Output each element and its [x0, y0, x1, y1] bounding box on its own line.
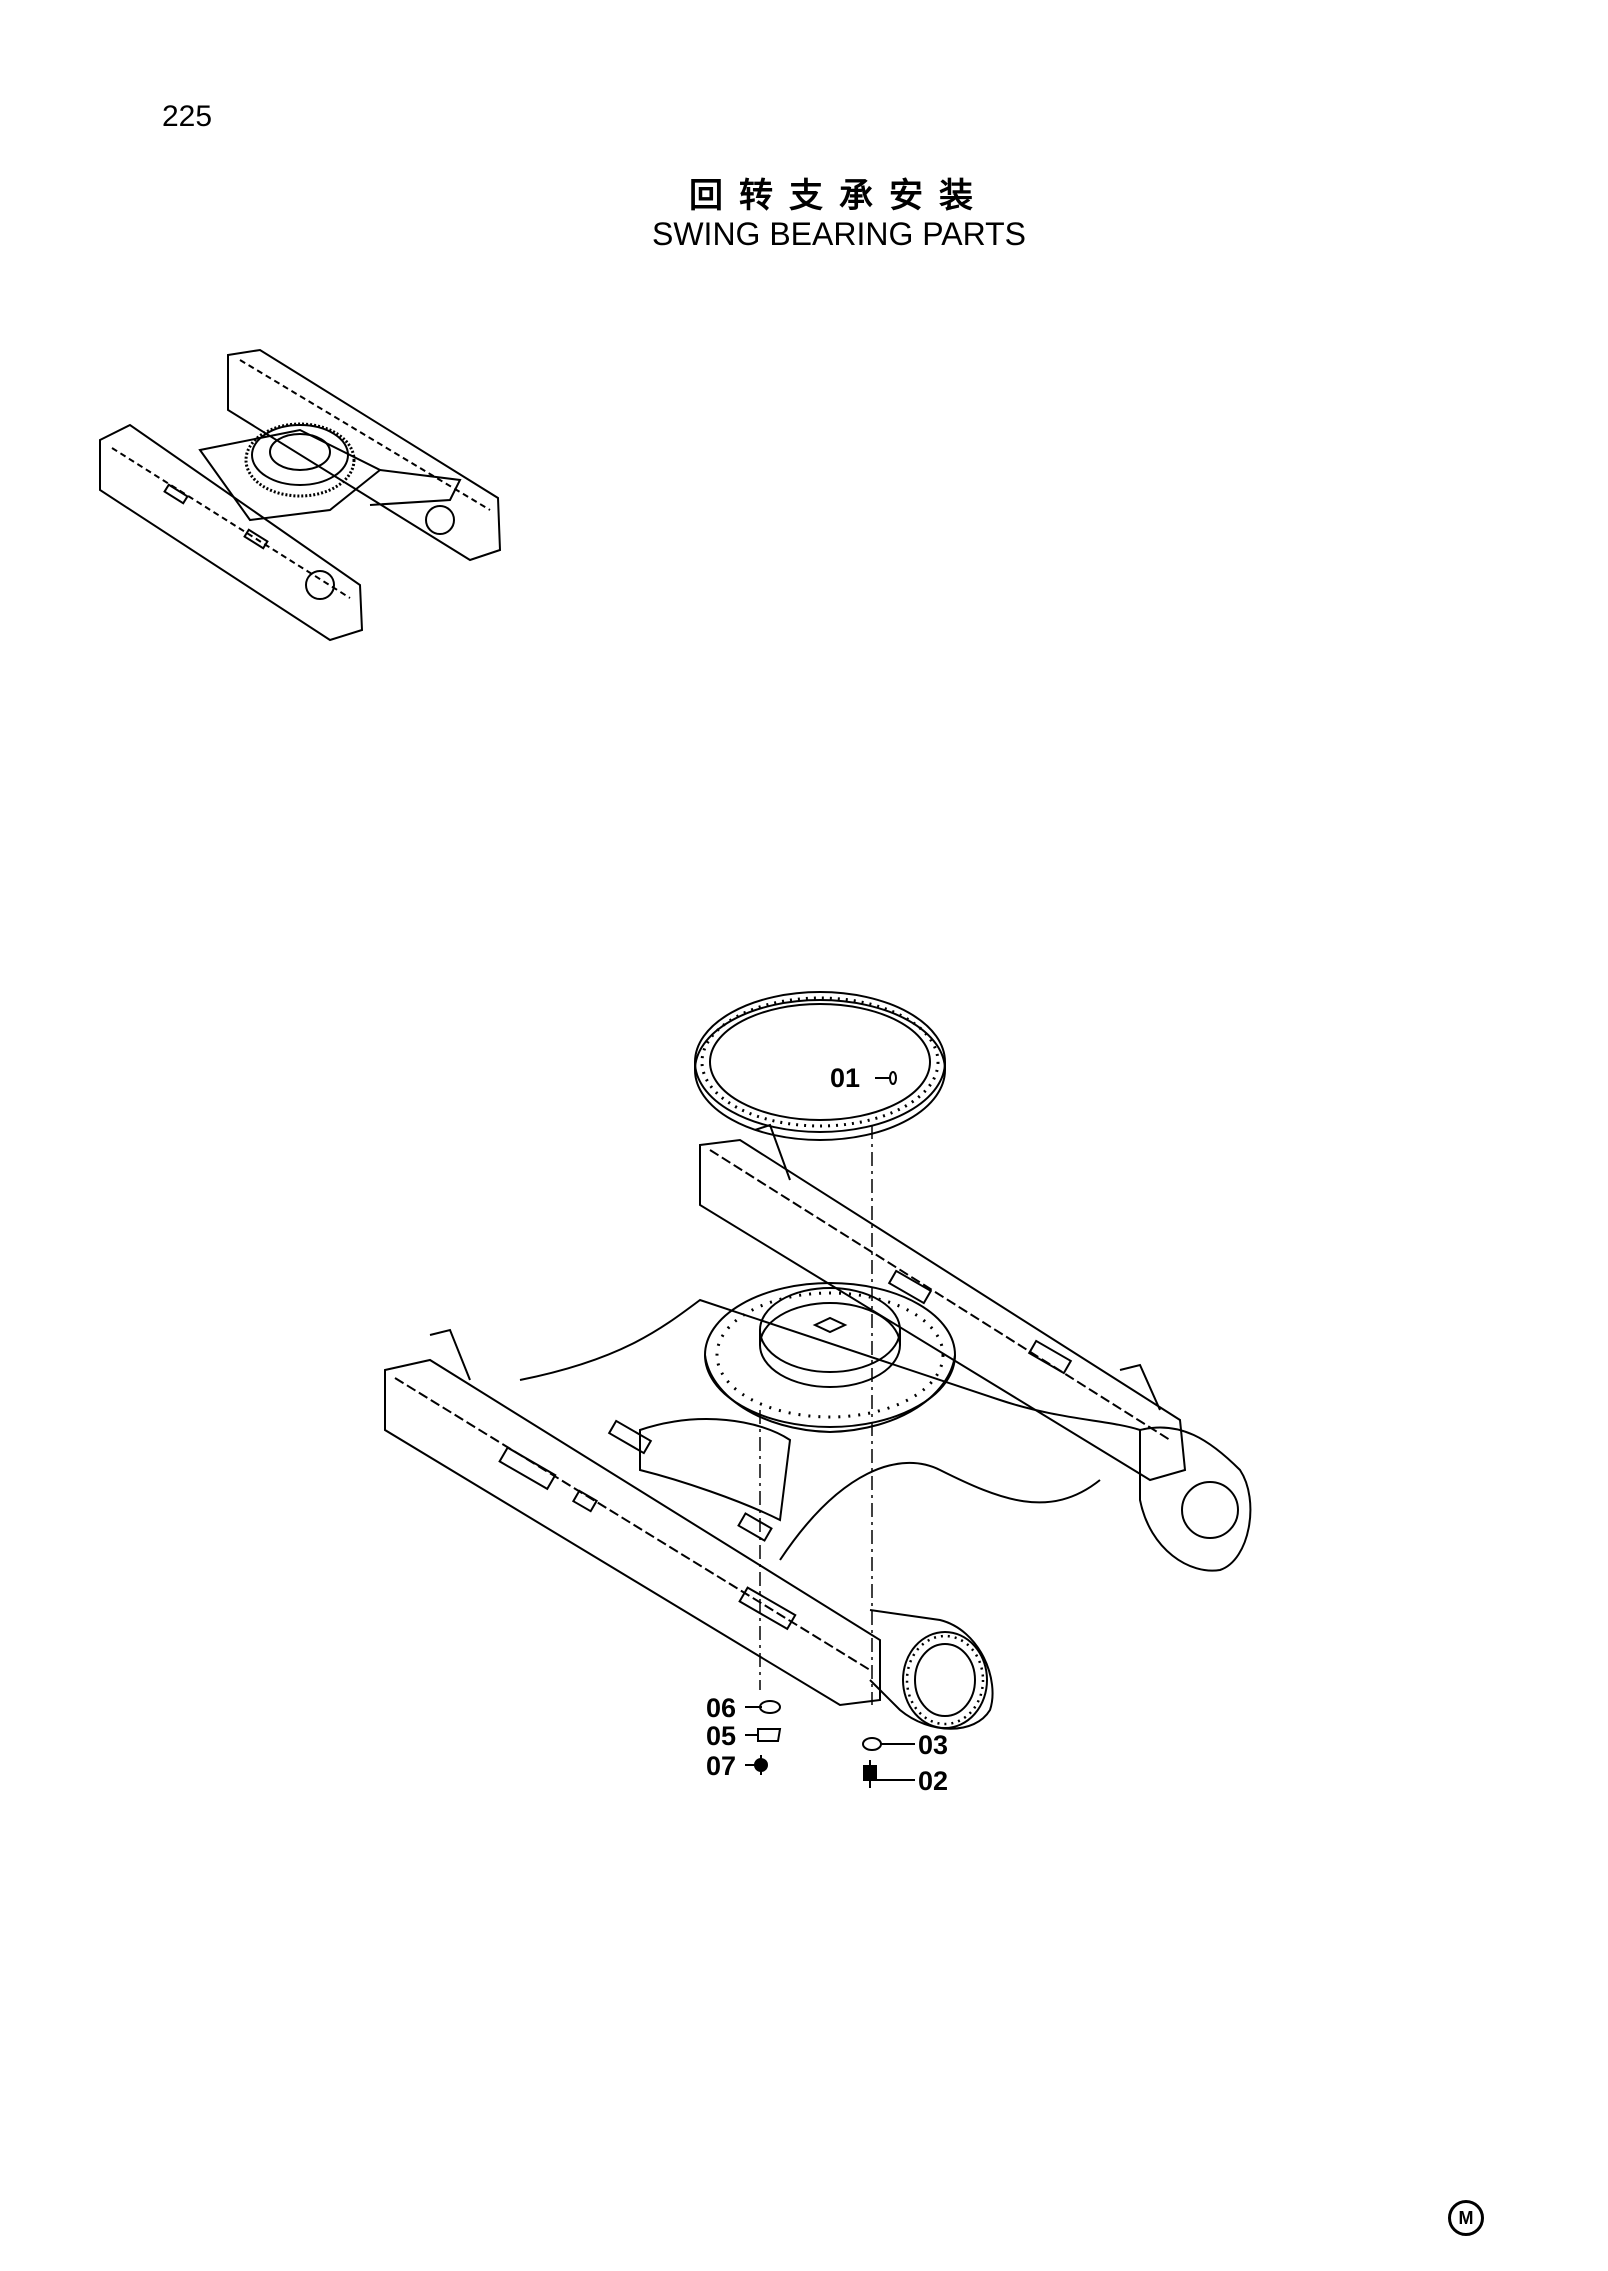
callout-05 [745, 1728, 782, 1742]
overview-thumbnail [99, 348, 502, 642]
callout-01 [875, 1071, 897, 1085]
callout-03 [862, 1737, 915, 1751]
callout-06 [745, 1700, 781, 1714]
label-part-07: 07 [706, 1751, 736, 1781]
callout-07 [745, 1755, 768, 1775]
title-chinese: 回转支承安装 [689, 176, 989, 216]
page-number: 225 [162, 100, 213, 133]
label-part-06: 06 [706, 1693, 736, 1723]
label-part-02: 02 [918, 1766, 948, 1796]
swing-bearing-ring [694, 991, 946, 1141]
callout-02 [863, 1760, 915, 1788]
corner-mark: M [1448, 2200, 1484, 2236]
label-part-05: 05 [706, 1721, 736, 1751]
label-part-01: 01 [830, 1063, 860, 1093]
title-english: SWING BEARING PARTS [652, 216, 1026, 252]
track-frame [384, 1123, 1252, 1730]
label-part-03: 03 [918, 1730, 948, 1760]
